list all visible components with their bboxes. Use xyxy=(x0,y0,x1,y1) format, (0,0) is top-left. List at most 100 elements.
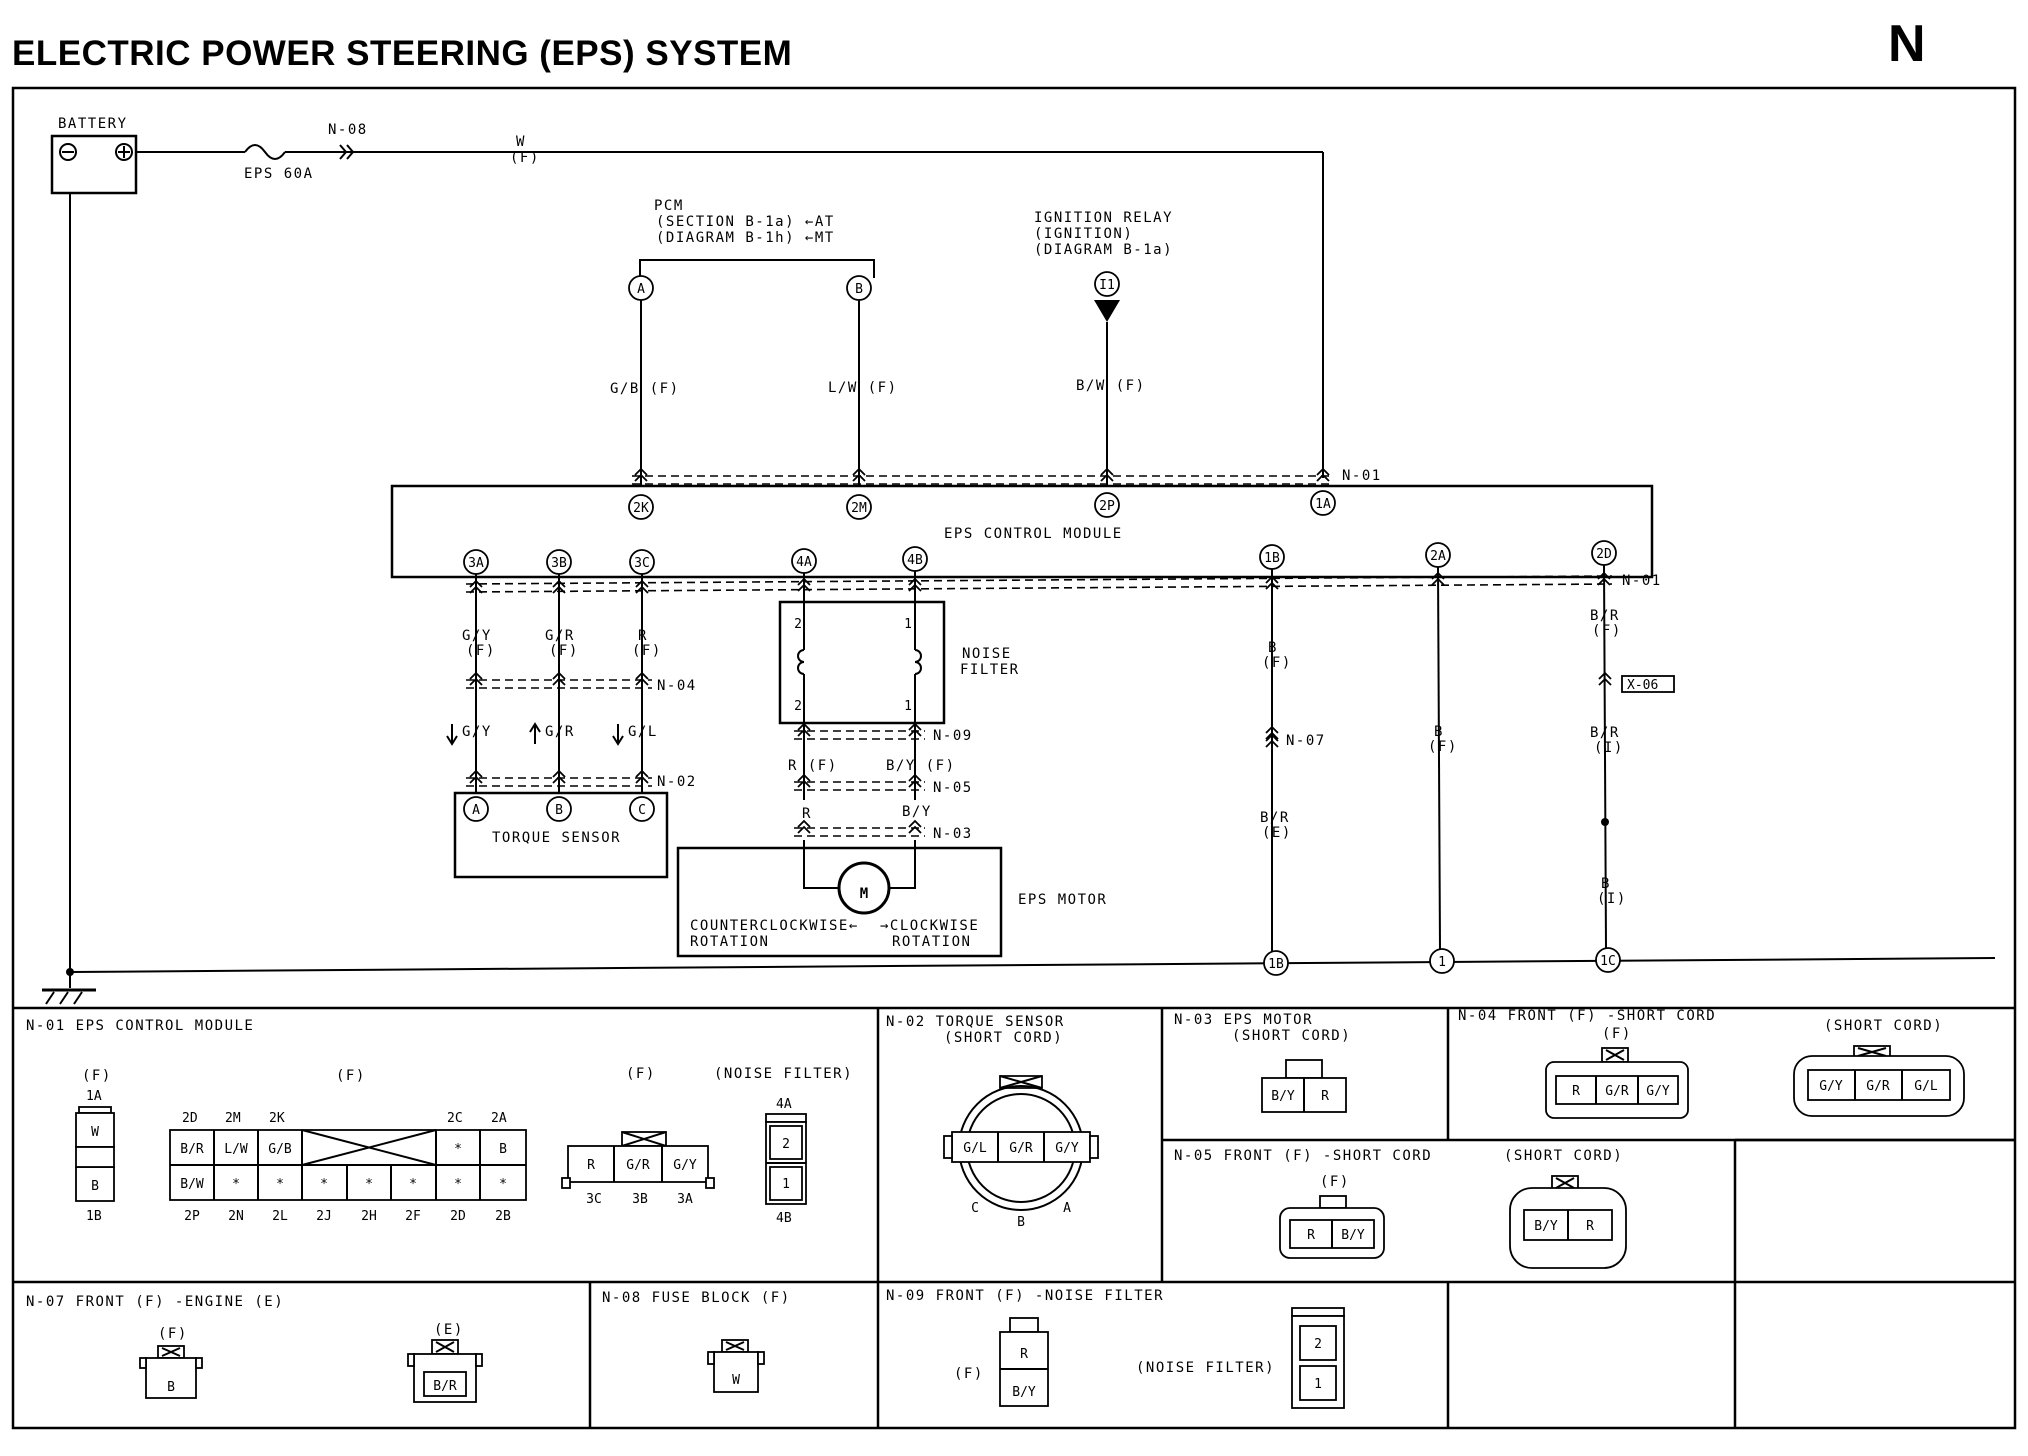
svg-text:B/R: B/R xyxy=(433,1379,457,1394)
wire-bw: B/W (F) xyxy=(1076,378,1146,394)
pcm-block: PCM (SECTION B-1a) ←AT (DIAGRAM B-1h) ←M… xyxy=(639,198,875,278)
svg-text:(F): (F) xyxy=(626,1066,656,1082)
svg-text:R: R xyxy=(802,806,812,822)
svg-text:4A: 4A xyxy=(776,1097,792,1112)
svg-text:(SECTION B-1a) ←AT: (SECTION B-1a) ←AT xyxy=(656,214,835,230)
ground-1b xyxy=(1263,950,1289,976)
svg-text:C: C xyxy=(971,1201,979,1216)
svg-text:A: A xyxy=(637,282,645,297)
svg-text:2D: 2D xyxy=(182,1111,198,1126)
connector-n03: N-03 EPS MOTOR (SHORT CORD) B/Y R xyxy=(1174,1012,1350,1113)
coil-icon xyxy=(914,649,922,675)
arrow-down-icon xyxy=(446,724,458,746)
svg-text:G/B: G/B xyxy=(268,1142,292,1157)
eps-motor-label: EPS MOTOR xyxy=(1018,892,1107,908)
arrow-down-icon xyxy=(612,724,624,746)
svg-text:I1: I1 xyxy=(1099,278,1115,293)
wire-w: W xyxy=(516,134,526,150)
svg-text:2A: 2A xyxy=(1430,549,1446,564)
n03-label: N-03 xyxy=(933,826,973,842)
svg-text:G/Y: G/Y xyxy=(462,724,492,740)
svg-text:(I): (I) xyxy=(1597,891,1627,907)
svg-text:3B: 3B xyxy=(551,556,567,571)
svg-text:N-05 FRONT (F) -SHORT CORD: N-05 FRONT (F) -SHORT CORD xyxy=(1174,1148,1432,1164)
svg-text:R: R xyxy=(1321,1089,1329,1104)
noise-filter-label: NOISE xyxy=(962,646,1012,662)
svg-text:(SHORT CORD): (SHORT CORD) xyxy=(1504,1148,1623,1164)
svg-text:X-06: X-06 xyxy=(1627,678,1658,693)
svg-text:B/Y (F): B/Y (F) xyxy=(886,758,956,774)
svg-text:N-02 TORQUE SENSOR: N-02 TORQUE SENSOR xyxy=(886,1014,1065,1030)
wire-lw: L/W (F) xyxy=(828,380,898,396)
svg-text:M: M xyxy=(860,886,868,902)
svg-text:A: A xyxy=(1063,1201,1071,1216)
svg-text:G/R: G/R xyxy=(626,1158,650,1173)
svg-text:W: W xyxy=(91,1125,99,1140)
svg-text:(F): (F) xyxy=(632,643,662,659)
svg-text:G/Y: G/Y xyxy=(673,1158,697,1173)
section-letter: N xyxy=(1888,15,1926,73)
svg-text:G/Y: G/Y xyxy=(1819,1079,1843,1094)
svg-text:2L: 2L xyxy=(272,1209,288,1224)
n05-label: N-05 xyxy=(933,780,973,796)
svg-text:B/Y: B/Y xyxy=(1271,1089,1295,1104)
svg-text:4A: 4A xyxy=(796,555,812,570)
svg-text:(NOISE FILTER): (NOISE FILTER) xyxy=(1136,1360,1275,1376)
svg-text:3A: 3A xyxy=(677,1192,693,1207)
eps-control-module xyxy=(390,484,1654,579)
svg-text:4B: 4B xyxy=(907,553,923,568)
svg-text:B/Y: B/Y xyxy=(1012,1385,1036,1400)
svg-text:→CLOCKWISE: →CLOCKWISE xyxy=(880,918,979,934)
n01-top-label: N-01 xyxy=(1342,468,1382,484)
svg-text:2N: 2N xyxy=(228,1209,244,1224)
svg-text:(SHORT CORD): (SHORT CORD) xyxy=(944,1030,1063,1046)
svg-text:*: * xyxy=(454,1177,462,1192)
svg-text:A: A xyxy=(472,803,480,818)
svg-text:N-07 FRONT (F) -ENGINE (E): N-07 FRONT (F) -ENGINE (E) xyxy=(26,1294,284,1310)
svg-text:G/R: G/R xyxy=(1605,1084,1629,1099)
svg-text:R: R xyxy=(1586,1219,1594,1234)
svg-text:2: 2 xyxy=(794,699,802,714)
connector-n02: N-02 TORQUE SENSOR (SHORT CORD) G/L G/R … xyxy=(886,1014,1099,1230)
svg-text:B: B xyxy=(1601,876,1611,892)
svg-text:B/R: B/R xyxy=(1590,725,1620,741)
svg-text:G/L: G/L xyxy=(963,1141,987,1156)
fuse-symbol xyxy=(244,144,286,160)
svg-text:R: R xyxy=(1020,1347,1028,1362)
connector-n05: N-05 FRONT (F) -SHORT CORD (F) (SHORT CO… xyxy=(1174,1148,1627,1269)
svg-text:1: 1 xyxy=(904,699,912,714)
svg-text:IGNITION RELAY: IGNITION RELAY xyxy=(1034,210,1173,226)
svg-text:1B: 1B xyxy=(1264,551,1280,566)
svg-text:(F): (F) xyxy=(1592,623,1622,639)
connector-n08: N-08 FUSE BLOCK (F) W xyxy=(602,1290,789,1393)
n09-label: N-09 xyxy=(933,728,973,744)
svg-text:G/Y: G/Y xyxy=(1646,1084,1670,1099)
svg-text:2: 2 xyxy=(782,1137,790,1152)
svg-text:(F): (F) xyxy=(82,1068,112,1084)
wire-w-f: (F) xyxy=(510,150,540,166)
svg-text:G/R: G/R xyxy=(545,628,575,644)
svg-text:(F): (F) xyxy=(1602,1026,1632,1042)
svg-text:B/R: B/R xyxy=(1590,608,1620,624)
svg-text:2B: 2B xyxy=(495,1209,511,1224)
svg-text:G/Y: G/Y xyxy=(462,628,492,644)
svg-text:(F): (F) xyxy=(549,643,579,659)
eps-motor xyxy=(676,846,1003,958)
svg-text:(F): (F) xyxy=(954,1366,984,1382)
svg-text:B: B xyxy=(1017,1215,1025,1230)
svg-text:(DIAGRAM B-1a): (DIAGRAM B-1a) xyxy=(1034,242,1173,258)
svg-text:*: * xyxy=(409,1177,417,1192)
svg-text:*: * xyxy=(276,1177,284,1192)
connector-n09: N-09 FRONT (F) -NOISE FILTER (F) R B/Y (… xyxy=(886,1288,1345,1409)
svg-text:*: * xyxy=(320,1177,328,1192)
svg-text:(F): (F) xyxy=(336,1068,366,1084)
svg-text:*: * xyxy=(365,1177,373,1192)
n04-label: N-04 xyxy=(657,678,697,694)
svg-text:1: 1 xyxy=(782,1177,790,1192)
svg-text:4B: 4B xyxy=(776,1211,792,1226)
svg-text:2P: 2P xyxy=(184,1209,200,1224)
svg-text:ROTATION: ROTATION xyxy=(892,934,971,950)
svg-text:G/L: G/L xyxy=(1914,1079,1938,1094)
svg-text:B: B xyxy=(855,282,863,297)
svg-text:C: C xyxy=(638,803,646,818)
